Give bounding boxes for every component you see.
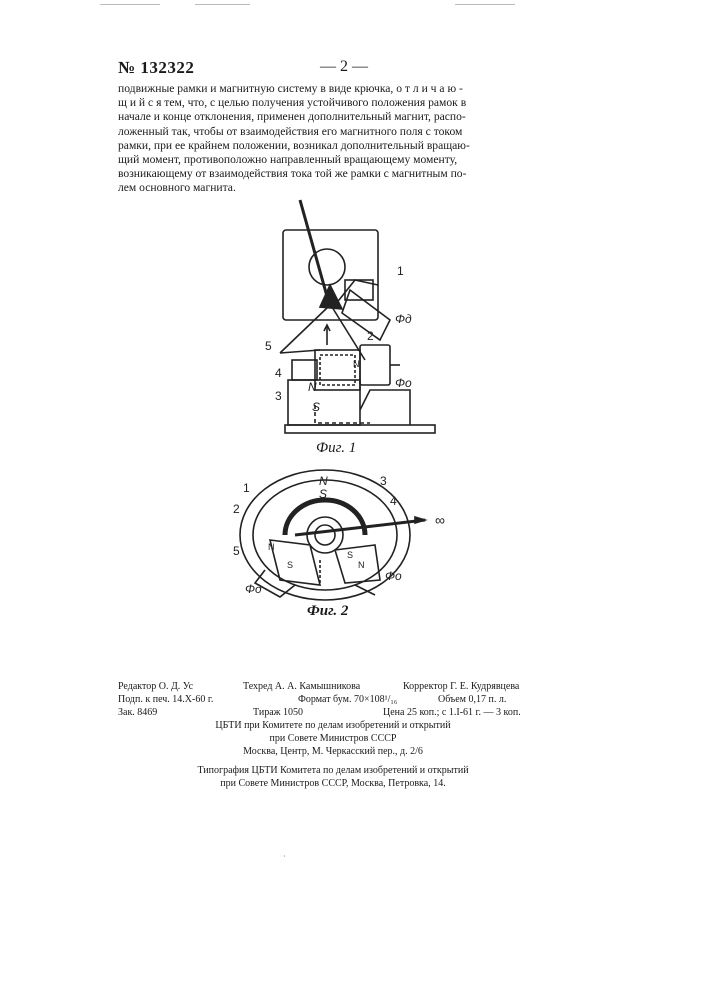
fig2-label: S bbox=[319, 487, 327, 501]
imprint-publisher-1: ЦБТИ при Комитете по делам изобретений и… bbox=[118, 719, 548, 732]
claim-text: подвижные рамки и магнитную систему в ви… bbox=[118, 82, 556, 196]
fig1-label: N bbox=[308, 380, 317, 394]
top-rule bbox=[100, 4, 160, 5]
scan-speck: · bbox=[283, 852, 286, 861]
fig2-label: S bbox=[347, 550, 353, 560]
fig2-label: ∞ bbox=[435, 512, 445, 528]
imprint-printer-2: при Совете Министров СССР, Москва, Петро… bbox=[118, 777, 548, 790]
figure-2-drawing: 1 2 3 4 5 N S N S S N Φд Φо ∞ bbox=[225, 465, 475, 605]
imprint-print-run: Тираж 1050 bbox=[253, 706, 303, 719]
imprint-signed: Подп. к печ. 14.X-60 г. bbox=[118, 693, 213, 706]
fig2-label: N bbox=[268, 542, 275, 552]
moving-frame bbox=[315, 350, 360, 390]
pivot bbox=[315, 525, 335, 545]
figure-1-drawing: 1 5 2 4 3 N S N Φд Φо bbox=[250, 195, 450, 445]
imprint-techred: Техред А. А. Камышникова bbox=[243, 680, 360, 693]
fig1-label: Φд bbox=[395, 312, 412, 326]
fig2-label: 4 bbox=[390, 494, 397, 508]
leader-line bbox=[280, 350, 320, 353]
base-plate bbox=[285, 425, 435, 433]
fig2-label: 1 bbox=[243, 481, 250, 495]
coil-frame bbox=[342, 290, 390, 340]
claim-line: ложенный так, чтобы от взаимодействия ег… bbox=[118, 125, 556, 139]
aux-magnet-left bbox=[270, 540, 320, 585]
pointer-needle bbox=[300, 200, 330, 307]
fig1-label: S bbox=[312, 400, 320, 414]
fig1-label: 4 bbox=[275, 366, 282, 380]
hook-arm bbox=[335, 280, 378, 305]
figure-1-caption: Фиг. 1 bbox=[316, 440, 356, 457]
fig2-label: 2 bbox=[233, 502, 240, 516]
fig2-label: N bbox=[358, 560, 365, 570]
imprint-price: Цена 25 коп.; с 1.I-61 г. — 3 коп. bbox=[383, 706, 521, 719]
imprint-volume: Объем 0,17 п. л. bbox=[438, 693, 506, 706]
fig1-label: Φо bbox=[395, 376, 412, 390]
aux-magnet bbox=[360, 345, 390, 385]
fig2-label: Φо bbox=[385, 569, 402, 583]
patent-number: № 132322 bbox=[118, 58, 194, 78]
figure-2-caption: Фиг. 2 bbox=[307, 603, 348, 620]
fig1-label: N bbox=[353, 359, 360, 369]
flux-path bbox=[360, 390, 410, 425]
top-rule bbox=[195, 4, 250, 5]
imprint-order: Зак. 8469 bbox=[118, 706, 157, 719]
imprint-corrector: Корректор Г. Е. Кудрявцева bbox=[403, 680, 519, 693]
fig1-label: 3 bbox=[275, 389, 282, 403]
claim-line: подвижные рамки и магнитную систему в ви… bbox=[118, 82, 556, 96]
claim-line: возникающему от взаимодействия тока той … bbox=[118, 167, 556, 181]
top-rule bbox=[455, 4, 515, 5]
core bbox=[307, 517, 343, 553]
fig2-label: Φд bbox=[245, 582, 262, 596]
fig1-label: 5 bbox=[265, 339, 272, 353]
imprint-printer-1: Типография ЦБТИ Комитета по делам изобре… bbox=[118, 764, 548, 777]
pole-piece bbox=[292, 360, 317, 380]
fig1-label: 1 bbox=[397, 264, 404, 278]
claim-line: рамки, при ее крайнем положении, возника… bbox=[118, 139, 556, 153]
imprint-publisher-3: Москва, Центр, М. Черкасский пер., д. 2/… bbox=[118, 745, 548, 758]
page-number: — 2 — bbox=[320, 58, 368, 76]
fig2-label: S bbox=[287, 560, 293, 570]
imprint-editor: Редактор О. Д. Ус bbox=[118, 680, 193, 693]
needle-tip bbox=[415, 517, 425, 523]
claim-line: лем основного магнита. bbox=[118, 181, 556, 195]
claim-line: начале и конце отклонения, применен допо… bbox=[118, 110, 556, 124]
projection-line bbox=[280, 307, 328, 353]
fig2-label: 3 bbox=[380, 474, 387, 488]
fig2-label: N bbox=[319, 474, 328, 488]
fig2-label: 5 bbox=[233, 544, 240, 558]
claim-line: щий момент, противоположно направленный … bbox=[118, 153, 556, 167]
imprint: Редактор О. Д. Ус Техред А. А. Камышнико… bbox=[118, 680, 548, 790]
claim-line: щ и й с я тем, что, с целью получения ус… bbox=[118, 96, 556, 110]
imprint-format: Формат бум. 70×108¹/₁₆ bbox=[298, 693, 397, 706]
imprint-publisher-2: при Совете Министров СССР bbox=[118, 732, 548, 745]
main-magnet bbox=[288, 380, 360, 425]
fig1-label: 2 bbox=[367, 329, 374, 343]
